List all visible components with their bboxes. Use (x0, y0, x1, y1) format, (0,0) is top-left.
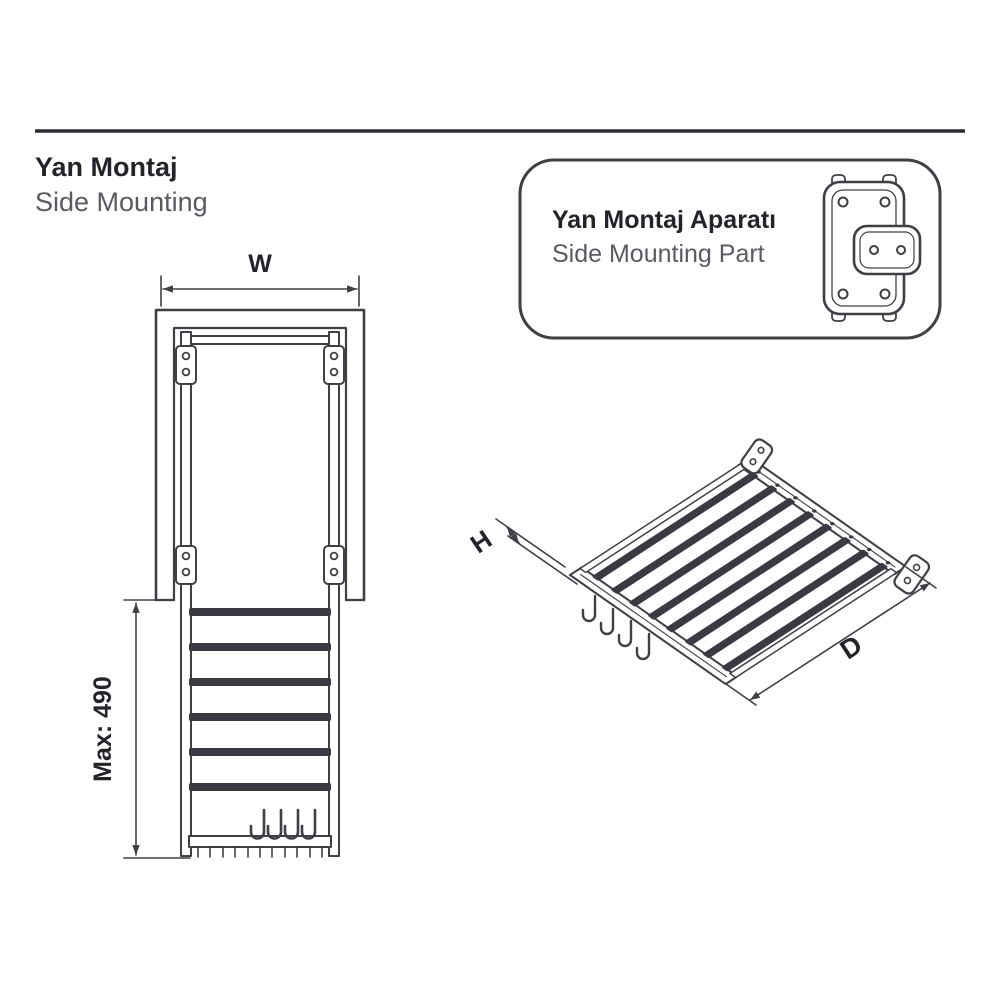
hanger-bar (648, 511, 814, 620)
cabinet-frame-inner (172, 326, 348, 602)
screw-hole (329, 351, 339, 361)
screw-hole (757, 446, 765, 454)
hanger-bar (666, 523, 832, 633)
hanger-bar (592, 472, 758, 581)
screw-hole (837, 196, 849, 208)
side-mount-bracket (323, 345, 345, 385)
belt-hook (635, 632, 651, 661)
belt-hook (617, 619, 633, 648)
bar-end-screw (848, 535, 854, 539)
screw-hole (329, 567, 339, 577)
side-mount-bracket (175, 545, 197, 585)
bar-end-screw (885, 561, 891, 565)
side-mount-bracket-top (740, 438, 774, 475)
bar-end-screw (829, 522, 835, 526)
callout-title-turkish: Yan Montaj Aparatı (552, 206, 776, 234)
screw-hole (912, 563, 921, 572)
hanger-bar (611, 485, 777, 594)
side-mount-bracket (175, 345, 197, 385)
belt-hook (283, 808, 300, 840)
page-title-english: Side Mounting (35, 187, 208, 217)
hanger-bar (189, 678, 331, 686)
bracket-plate (323, 545, 345, 585)
belt-hook (300, 808, 317, 840)
hanger-bar (629, 498, 795, 607)
bar-end-screw (866, 547, 872, 552)
bracket-plate (175, 345, 197, 385)
screw-hole (896, 245, 906, 255)
bracket-plate (740, 438, 774, 475)
hanger-bar (189, 748, 331, 756)
screw-hole (329, 367, 339, 377)
slide-rail-right (328, 331, 340, 857)
bracket-plate (323, 345, 345, 385)
screw-hole (181, 567, 191, 577)
screw-hole (181, 551, 191, 561)
width-label: W (248, 250, 272, 278)
belt-hook (266, 808, 283, 840)
isometric-view-diagram: H D (465, 438, 937, 706)
screw-hole (181, 367, 191, 377)
depth-label: D (835, 630, 868, 666)
belt-hook (581, 594, 597, 623)
height-label: H (465, 524, 497, 559)
screw-hole (329, 551, 339, 561)
page-title-turkish: Yan Montaj (35, 152, 178, 182)
dimension-line (506, 526, 520, 544)
screw-hole (181, 351, 191, 361)
side-mount-bracket (323, 545, 345, 585)
max-extension-dimension: Max: 490 (89, 599, 191, 859)
height-dimension: H (465, 518, 578, 585)
side-mount-bracket-right (893, 554, 931, 595)
hanger-bar (189, 713, 331, 721)
slide-rail-left (180, 331, 192, 857)
dimension-line (749, 582, 931, 701)
extension-line (905, 566, 937, 589)
rail-slot (580, 574, 728, 678)
extension-line (507, 535, 578, 585)
extension-line (495, 518, 566, 568)
extension-line (725, 683, 757, 706)
bracket-plate (175, 545, 197, 585)
bar-end-screw (793, 496, 798, 500)
front-view-diagram: W (89, 250, 366, 859)
screw-hole (879, 288, 891, 300)
mounting-clip-inner-edge (859, 231, 915, 269)
screw-hole (837, 288, 849, 300)
mounting-part-illustration (822, 174, 922, 322)
cabinet-frame-outer (154, 308, 366, 602)
hanger-bar (189, 608, 331, 616)
belt-hook (249, 808, 266, 840)
belt-hook (599, 607, 615, 636)
callout-title-english: Side Mounting Part (552, 240, 765, 268)
width-dimension: W (160, 250, 360, 307)
screw-hole (869, 245, 879, 255)
mounting-clip (852, 224, 922, 276)
screw-hole (749, 458, 757, 466)
hanger-bar (189, 643, 331, 651)
top-crossbar (190, 335, 330, 345)
hanger-bar (189, 783, 331, 791)
bar-end-screw (811, 509, 817, 513)
screw-hole (879, 196, 891, 208)
bracket-plate (893, 554, 931, 595)
max-extension-label: Max: 490 (89, 676, 117, 782)
bar-end-screw (775, 483, 780, 487)
side-mounting-part-callout: Yan Montaj Aparatı Side Mounting Part (518, 158, 942, 340)
